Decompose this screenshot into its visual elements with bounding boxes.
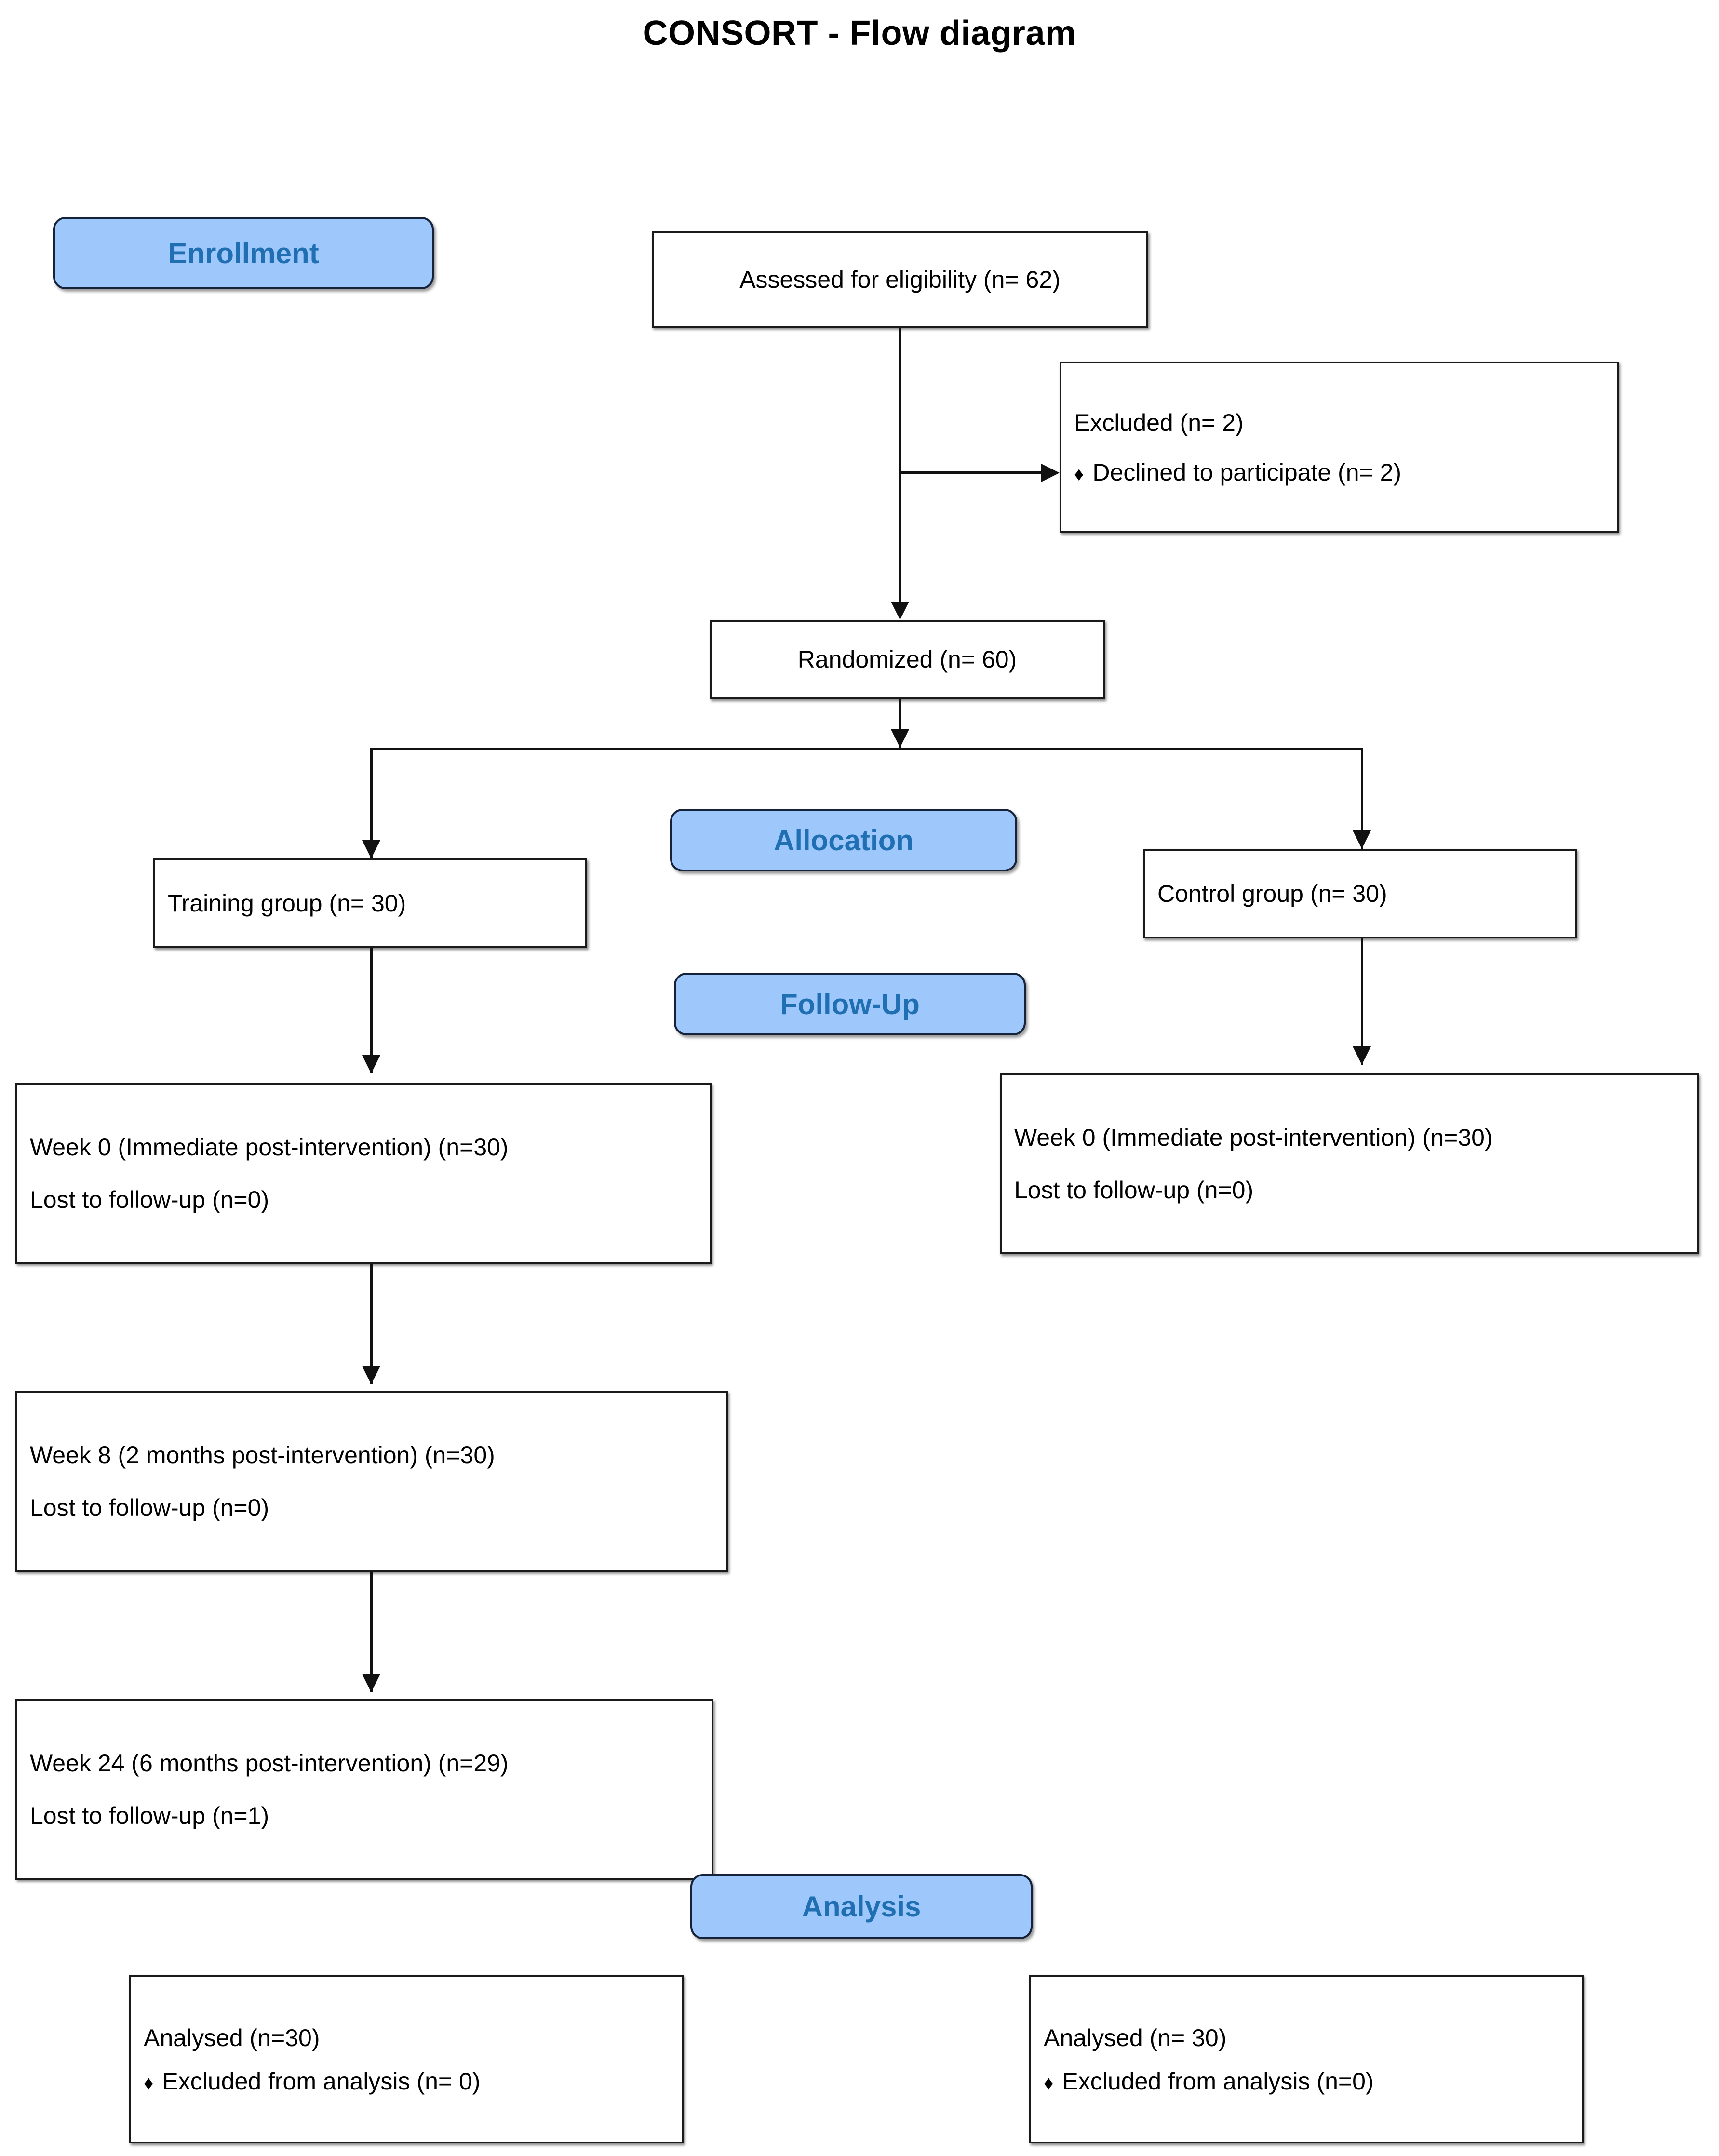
arrowhead-to-training-week0	[362, 1055, 380, 1073]
connector-week8-to-week24	[370, 1572, 373, 1692]
randomized-line-1: Randomized (n= 60)	[797, 646, 1017, 673]
stage-badge-followup: Follow-Up	[674, 973, 1026, 1035]
arrowhead-randomized-split	[891, 729, 909, 748]
stage-badge-allocation: Allocation	[670, 809, 1017, 871]
box-excluded: Excluded (n= 2) ♦ Declined to participat…	[1060, 362, 1619, 533]
connector-randomized-down	[899, 699, 901, 748]
connector-training-group-down	[370, 948, 373, 1073]
diamond-bullet-icon: ♦	[144, 2073, 154, 2094]
connector-split-horizontal	[370, 748, 1363, 750]
arrowhead-to-randomized	[891, 602, 909, 620]
connector-split-right-down	[1361, 748, 1363, 849]
arrowhead-to-training-week24	[362, 1674, 380, 1692]
excluded-line-1: Excluded (n= 2)	[1074, 409, 1244, 437]
box-assessed-for-eligibility: Assessed for eligibility (n= 62)	[652, 231, 1148, 328]
box-analysed-right: Analysed (n= 30) ♦ Excluded from analysi…	[1029, 1975, 1584, 2143]
box-training-week0: Week 0 (Immediate post-intervention) (n=…	[15, 1083, 712, 1264]
analysed-left-bullet-1-label: Excluded from analysis (n= 0)	[162, 2068, 481, 2095]
training-week24-line-2: Lost to follow-up (n=1)	[30, 1802, 269, 1829]
stage-badge-enrollment: Enrollment	[53, 217, 434, 289]
stage-badge-followup-label: Follow-Up	[780, 988, 920, 1020]
connector-assessed-to-excluded	[899, 471, 1041, 474]
assessed-line-1: Assessed for eligibility (n= 62)	[739, 266, 1061, 293]
connector-control-group-down	[1361, 938, 1363, 1065]
analysed-right-bullet-1: ♦ Excluded from analysis (n=0)	[1031, 2067, 1582, 2095]
training-week0-line-1: Week 0 (Immediate post-intervention) (n=…	[30, 1134, 509, 1161]
box-analysed-left: Analysed (n=30) ♦ Excluded from analysis…	[129, 1975, 684, 2143]
box-training-group: Training group (n= 30)	[153, 858, 587, 948]
training-week24-line-1: Week 24 (6 months post-intervention) (n=…	[30, 1750, 509, 1777]
page-title: CONSORT - Flow diagram	[643, 14, 1076, 53]
box-control-group: Control group (n= 30)	[1143, 849, 1577, 938]
box-training-week24: Week 24 (6 months post-intervention) (n=…	[15, 1699, 713, 1880]
analysed-right-line-1: Analysed (n= 30)	[1044, 2024, 1227, 2051]
analysed-left-bullet-1: ♦ Excluded from analysis (n= 0)	[131, 2067, 682, 2095]
box-randomized: Randomized (n= 60)	[710, 620, 1105, 699]
training-group-line-1: Training group (n= 30)	[168, 889, 406, 917]
arrowhead-to-control-group	[1353, 830, 1371, 849]
box-training-week8: Week 8 (2 months post-intervention) (n=3…	[15, 1391, 728, 1572]
control-week0-line-1: Week 0 (Immediate post-intervention) (n=…	[1014, 1124, 1493, 1151]
excluded-bullet-1-label: Declined to participate (n= 2)	[1092, 458, 1402, 486]
arrowhead-to-excluded	[1041, 464, 1060, 482]
connector-split-left-down	[370, 748, 373, 858]
connector-week0-to-week8	[370, 1264, 373, 1384]
diamond-bullet-icon: ♦	[1074, 463, 1084, 485]
analysed-right-bullet-1-label: Excluded from analysis (n=0)	[1062, 2068, 1374, 2095]
stage-badge-enrollment-label: Enrollment	[168, 237, 319, 269]
training-week0-line-2: Lost to follow-up (n=0)	[30, 1186, 269, 1213]
training-week8-line-2: Lost to follow-up (n=0)	[30, 1494, 269, 1521]
stage-badge-analysis-label: Analysis	[802, 1890, 921, 1923]
diamond-bullet-icon: ♦	[1044, 2073, 1054, 2094]
arrowhead-to-control-week0	[1353, 1046, 1371, 1065]
stage-badge-analysis: Analysis	[690, 1874, 1033, 1939]
control-group-line-1: Control group (n= 30)	[1157, 880, 1387, 907]
box-control-week0: Week 0 (Immediate post-intervention) (n=…	[1000, 1073, 1699, 1254]
stage-badge-allocation-label: Allocation	[773, 824, 913, 857]
control-week0-line-2: Lost to follow-up (n=0)	[1014, 1176, 1254, 1204]
arrowhead-to-training-week8	[362, 1366, 380, 1384]
excluded-bullet-1: ♦ Declined to participate (n= 2)	[1061, 458, 1617, 486]
analysed-left-line-1: Analysed (n=30)	[144, 2024, 320, 2051]
arrowhead-to-training-group	[362, 840, 380, 858]
training-week8-line-1: Week 8 (2 months post-intervention) (n=3…	[30, 1442, 495, 1469]
